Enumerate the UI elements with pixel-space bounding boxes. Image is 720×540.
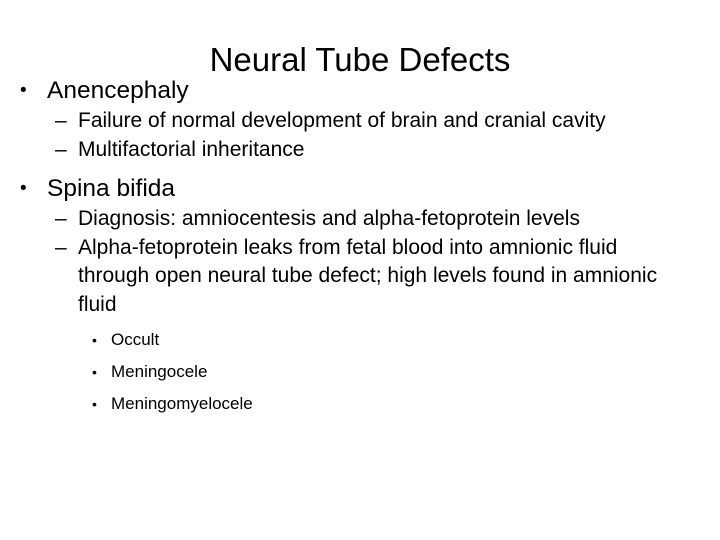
list-item-level1: • Anencephaly: [0, 74, 720, 107]
bullet-dot-icon: •: [92, 332, 97, 348]
bullet-dash-icon: –: [55, 207, 67, 230]
bullet-dash-icon: –: [55, 235, 67, 259]
bullet-dot-icon: •: [20, 178, 27, 199]
list-item-label: Meningocele: [111, 362, 208, 381]
list-item-label: Diagnosis: amniocentesis and alpha-fetop…: [78, 207, 580, 230]
bullet-dot-icon: •: [92, 396, 97, 412]
list-item-level2: – Multifactorial inheritance: [0, 136, 720, 165]
list-item-level2: – Alpha-fetoprotein leaks from fetal blo…: [0, 234, 720, 320]
list-item-label: Alpha-fetoprotein leaks from fetal blood…: [78, 235, 658, 316]
list-item-level3: • Meningocele: [0, 356, 720, 388]
bullet-dash-icon: –: [55, 137, 67, 161]
list-item-level2: – Failure of normal development of brain…: [0, 107, 720, 136]
list-item-label: Spina bifida: [47, 175, 176, 202]
list-item-label: Meningomyelocele: [111, 394, 253, 413]
list-item-level1: • Spina bifida: [0, 172, 720, 205]
page-title: Neural Tube Defects: [209, 41, 511, 79]
list-item-label: Failure of normal development of brain a…: [78, 109, 606, 132]
list-item-level2: – Diagnosis: amniocentesis and alpha-fet…: [0, 205, 720, 234]
list-item-level3: • Meningomyelocele: [0, 388, 720, 420]
slide-body: • Anencephaly – Failure of normal develo…: [0, 74, 720, 420]
list-item-label: Multifactorial inheritance: [78, 137, 305, 161]
bullet-dash-icon: –: [55, 109, 67, 132]
list-item-label: Anencephaly: [47, 77, 189, 104]
list-item-level3: • Occult: [0, 324, 720, 356]
bullet-dot-icon: •: [92, 364, 97, 380]
outline-list: • Anencephaly – Failure of normal develo…: [0, 74, 720, 420]
list-item-label: Occult: [111, 330, 160, 349]
bullet-dot-icon: •: [20, 80, 27, 101]
